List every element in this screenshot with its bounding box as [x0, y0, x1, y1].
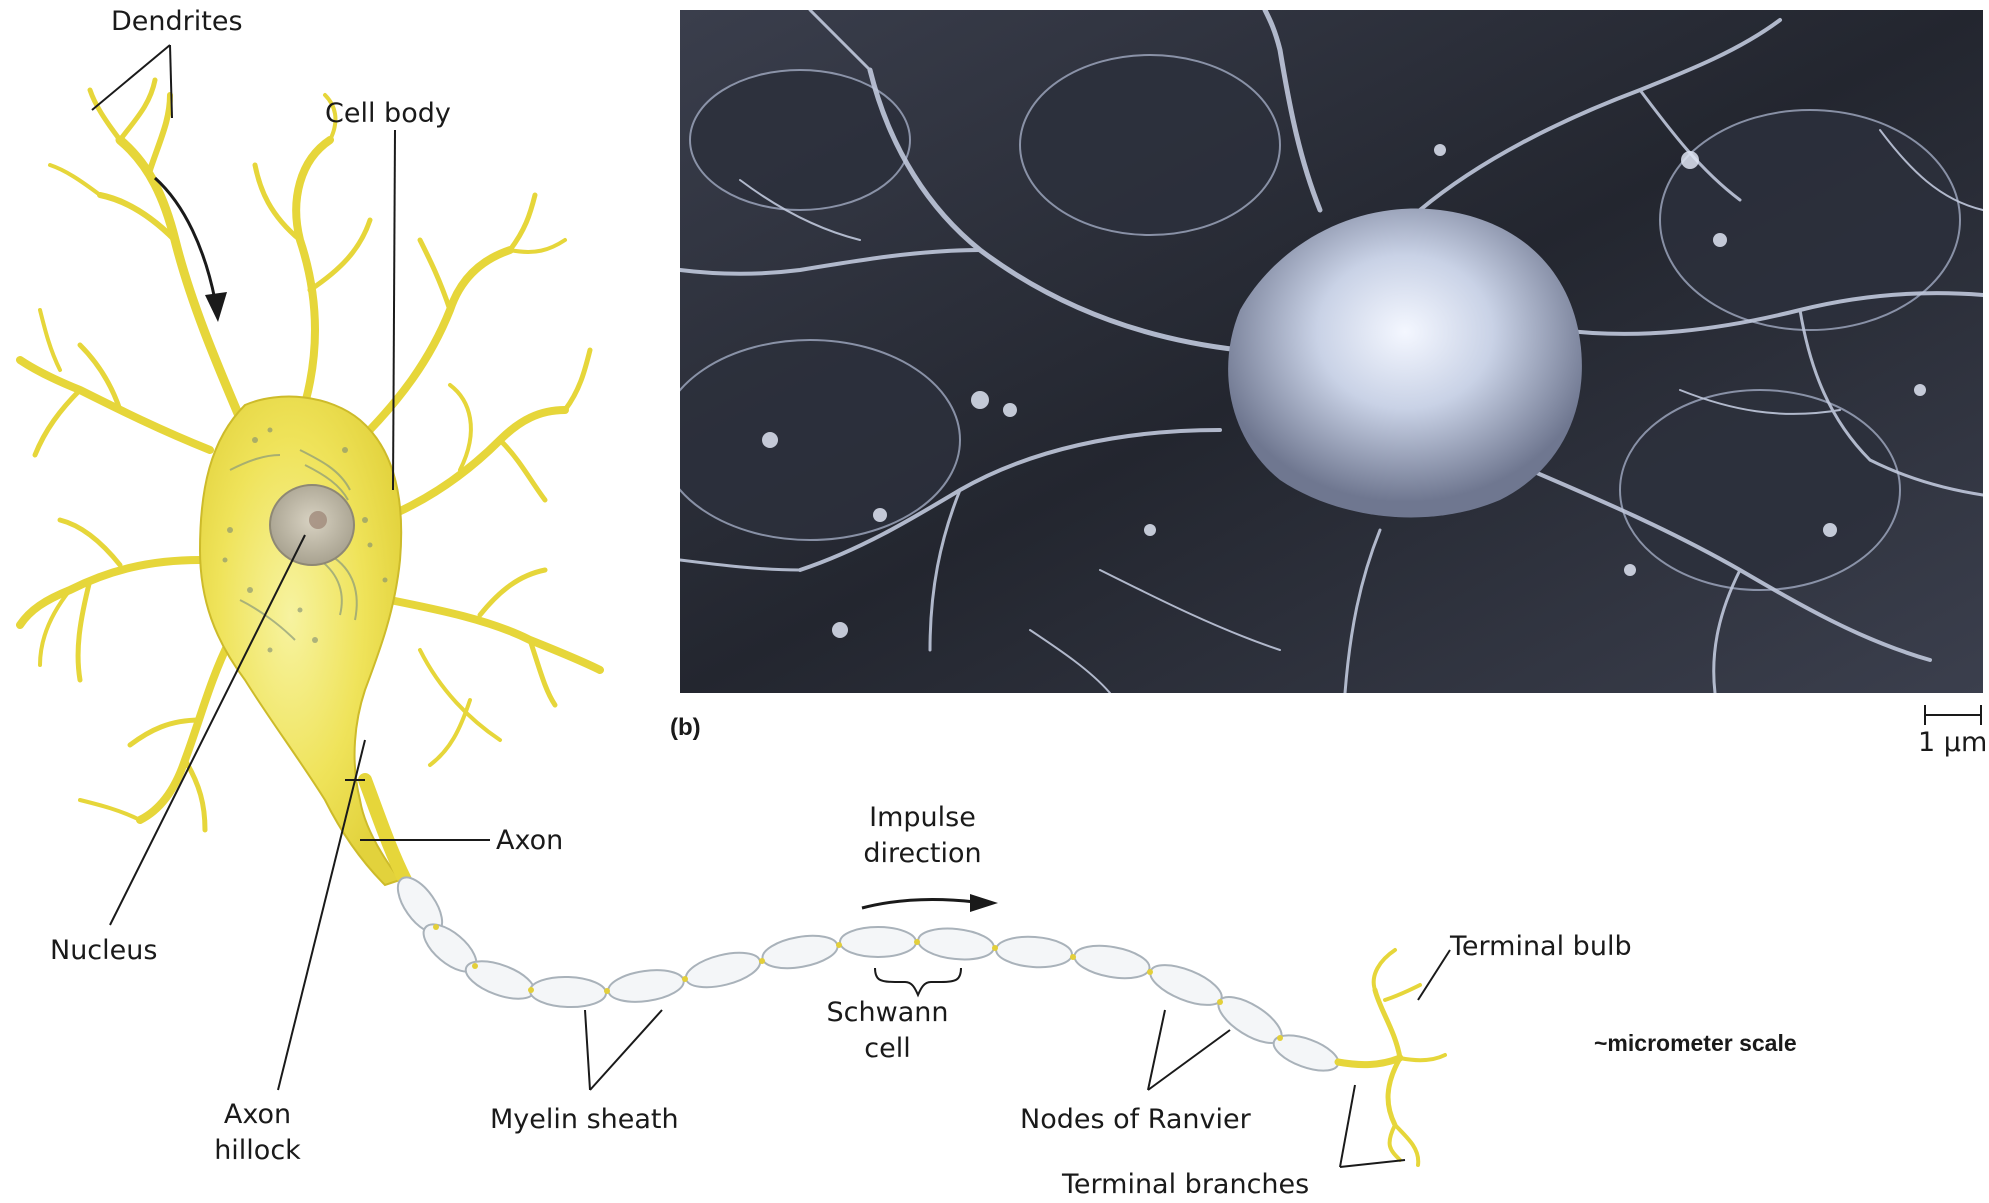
label-axon-hillock-line2: hillock — [205, 1133, 310, 1169]
label-scale-note: ~micrometer scale — [1594, 1025, 1797, 1061]
impulse-arrowhead — [970, 894, 998, 912]
label-terminal-bulb: Terminal bulb — [1450, 929, 1632, 965]
scale-bar — [1925, 705, 1981, 725]
label-scale-bar: 1 μm — [1918, 725, 1987, 761]
label-impulse-line2: direction — [855, 836, 990, 872]
label-axon-hillock-line1: Axon — [205, 1097, 310, 1133]
label-dendrites: Dendrites — [111, 4, 243, 40]
label-nodes-of-ranvier: Nodes of Ranvier — [1020, 1102, 1251, 1138]
electron-micrograph — [680, 10, 1983, 693]
label-panel-b: (b) — [670, 710, 701, 746]
label-impulse-direction: Impulse direction — [855, 800, 990, 872]
label-terminal-branches: Terminal branches — [1062, 1167, 1309, 1203]
label-schwann-cell: Schwann cell — [820, 995, 955, 1067]
label-cell-body: Cell body — [325, 96, 451, 132]
schwann-brace — [875, 968, 961, 995]
label-schwann-line1: Schwann — [820, 995, 955, 1031]
impulse-arrow — [862, 900, 975, 908]
label-axon: Axon — [496, 823, 563, 859]
label-schwann-line2: cell — [820, 1031, 955, 1067]
label-axon-hillock: Axon hillock — [205, 1097, 310, 1169]
dendrite-arrowhead — [205, 292, 227, 322]
label-impulse-line1: Impulse — [855, 800, 990, 836]
label-myelin-sheath: Myelin sheath — [490, 1102, 679, 1138]
label-nucleus: Nucleus — [50, 933, 157, 969]
